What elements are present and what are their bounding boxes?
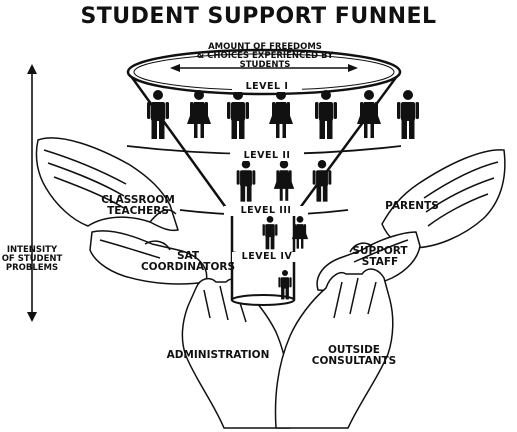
freedoms-caption: AMOUNT OF FREEDOMS & CHOICES EXPERIENCED… xyxy=(196,42,334,70)
intensity-caption: INTENSITY OF STUDENT PROBLEMS xyxy=(1,245,63,273)
female-student-icon xyxy=(291,216,309,249)
male-student-icon xyxy=(312,160,332,202)
female-student-icon xyxy=(357,90,381,138)
outside-consultants-label: OUTSIDE CONSULTANTS xyxy=(311,344,397,368)
student-figures xyxy=(147,90,419,300)
female-student-icon xyxy=(273,160,295,201)
male-student-icon xyxy=(278,270,292,300)
male-student-icon xyxy=(262,216,278,250)
level-2-label: LEVEL II xyxy=(230,151,304,161)
classroom-teachers-hand-icon xyxy=(35,137,179,232)
sat-coordinators-label: SAT COORDINATORS xyxy=(140,250,236,274)
outside-consultants-hand-icon xyxy=(274,268,394,429)
parents-hand-icon xyxy=(381,149,506,249)
level-3-label: LEVEL III xyxy=(224,206,308,216)
administration-label: ADMINISTRATION xyxy=(166,349,270,361)
level-1-label: LEVEL I xyxy=(232,82,302,92)
male-student-icon xyxy=(236,160,256,202)
freedom-arrow xyxy=(170,64,358,72)
level-4-label: LEVEL IV xyxy=(232,252,302,262)
support-staff-label: SUPPORT STAFF xyxy=(352,245,408,269)
female-student-icon xyxy=(187,90,211,138)
male-student-icon xyxy=(147,90,169,139)
female-student-icon xyxy=(269,90,293,138)
parents-label: PARENTS xyxy=(385,200,439,212)
male-student-icon xyxy=(397,90,419,139)
male-student-icon xyxy=(315,90,337,139)
male-student-icon xyxy=(227,90,249,139)
classroom-teachers-label: CLASSROOM TEACHERS xyxy=(101,194,175,218)
sat-coordinators-hand-icon xyxy=(89,230,208,285)
intensity-arrow xyxy=(27,64,37,322)
diagram-title: STUDENT SUPPORT FUNNEL xyxy=(80,4,437,29)
